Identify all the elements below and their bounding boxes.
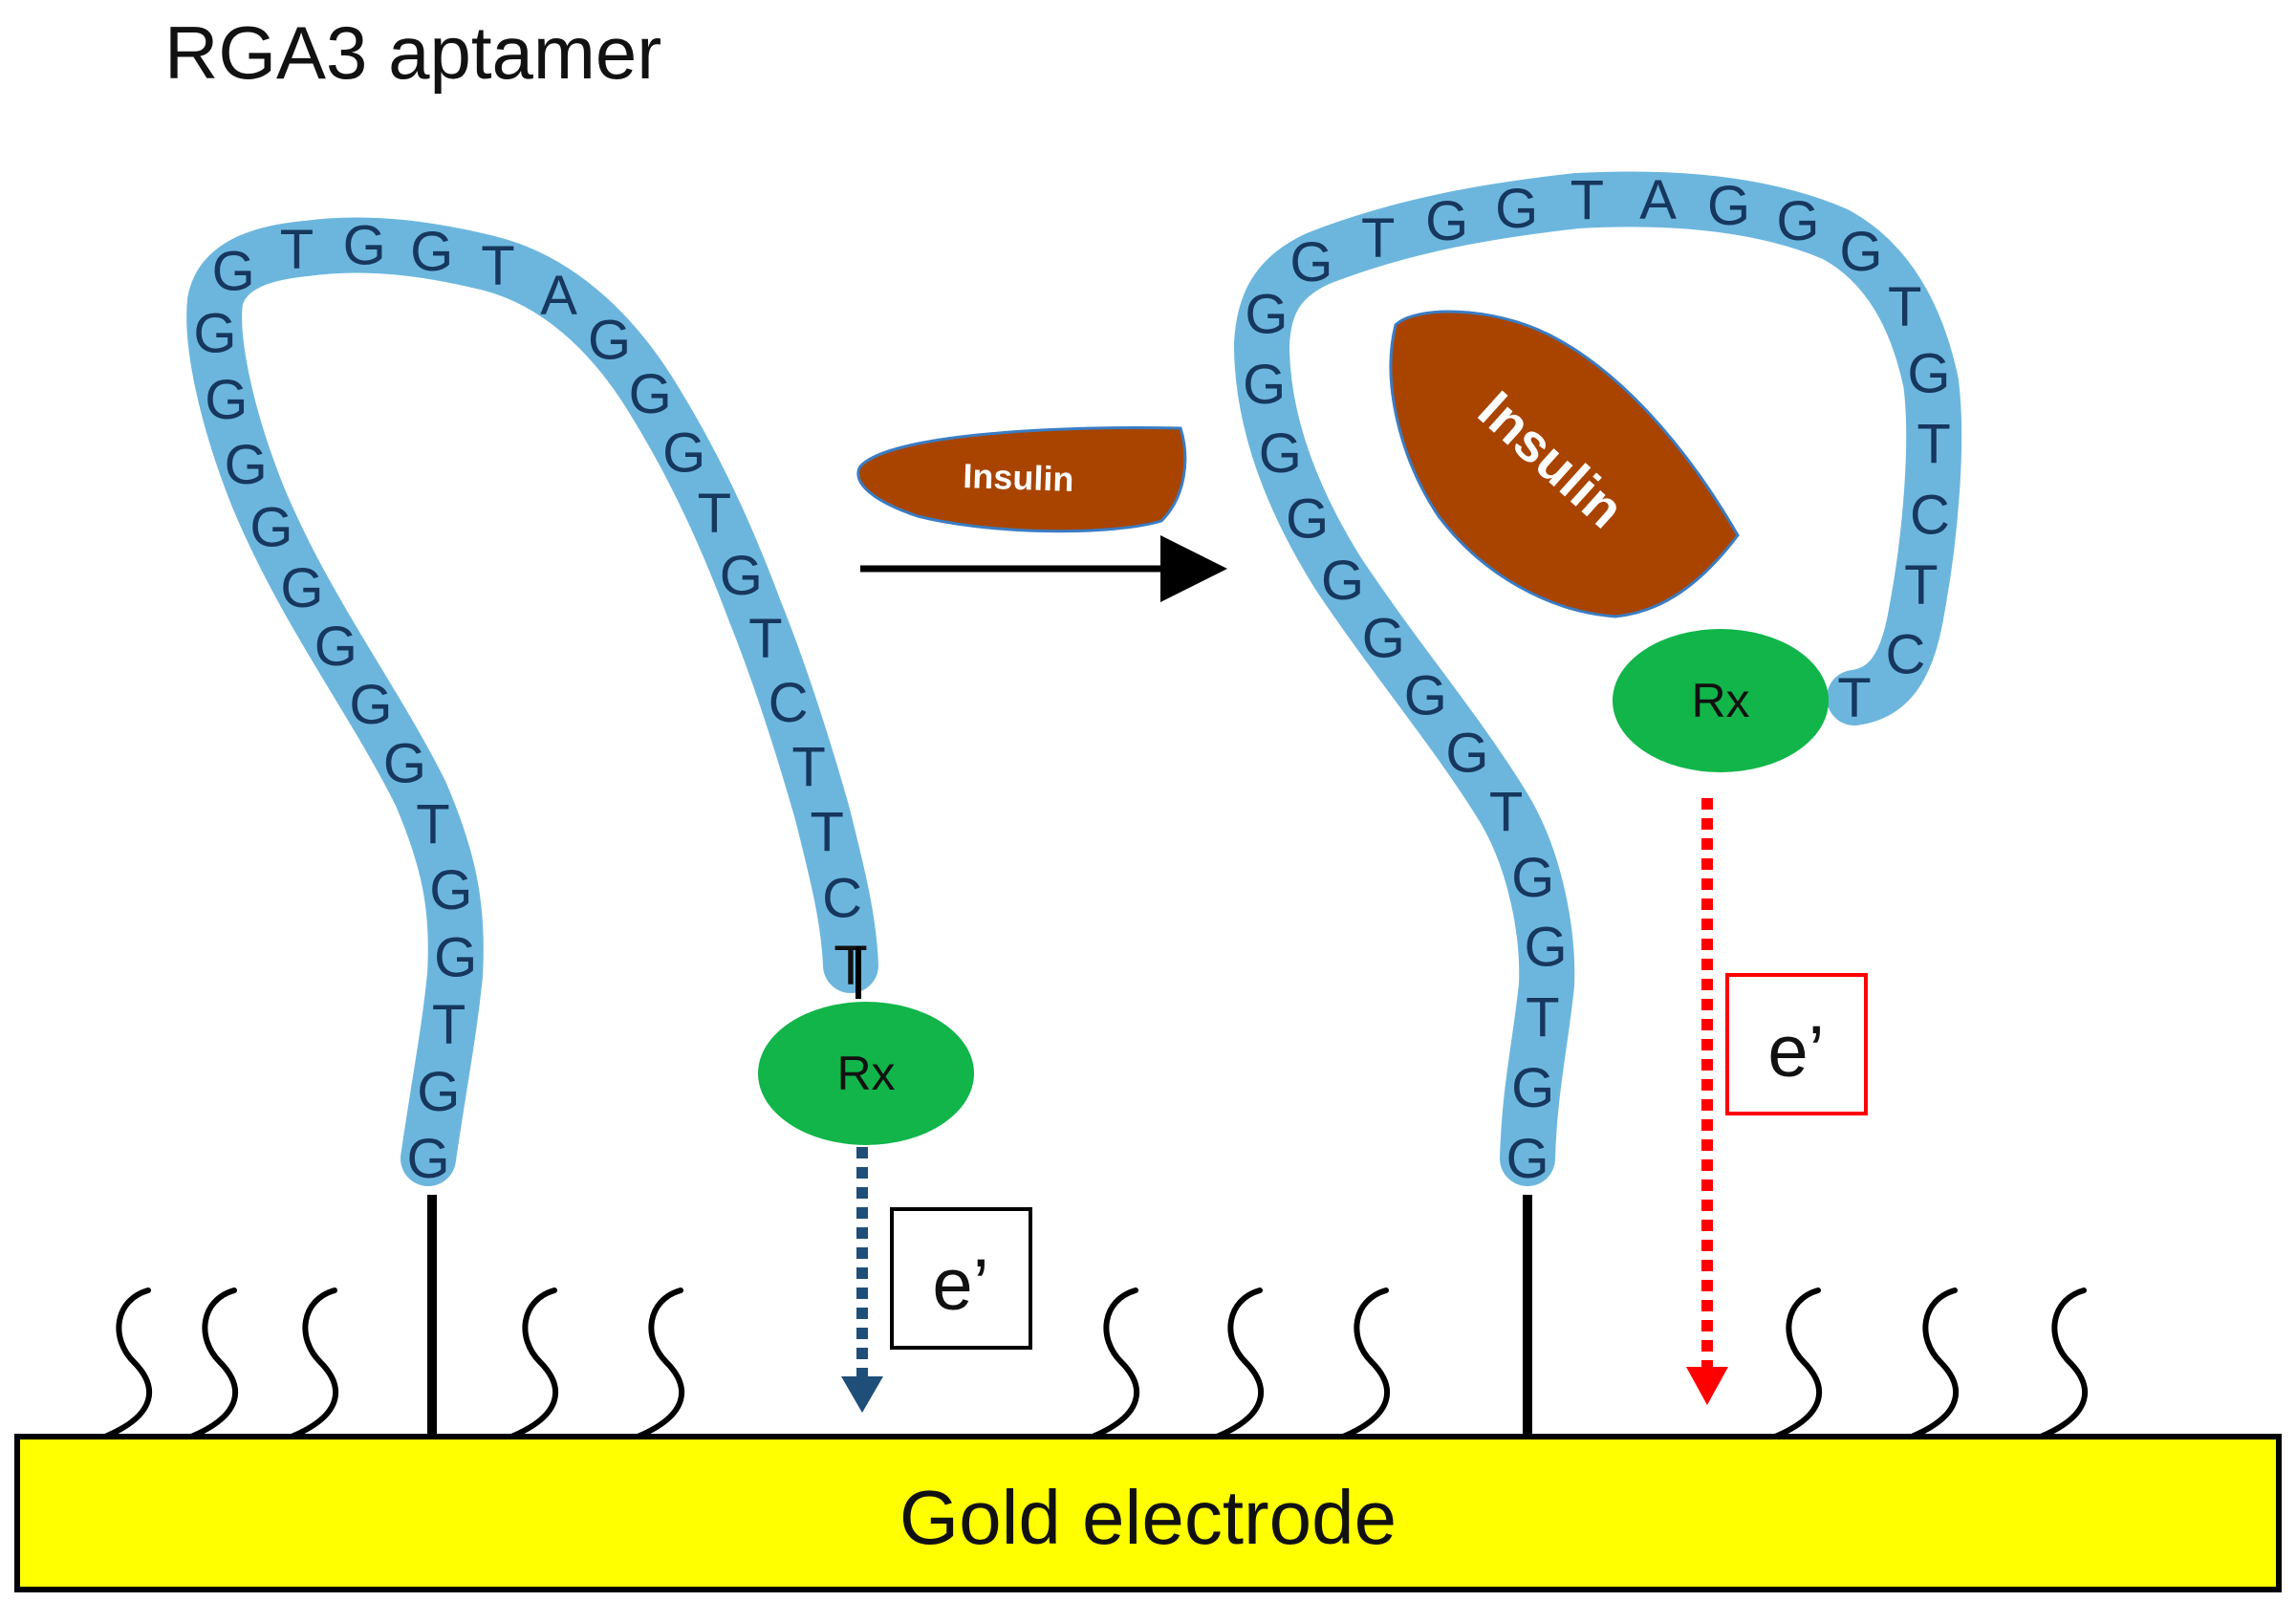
squiggle — [1214, 1288, 1265, 1439]
nucleotide-letter: G — [1245, 283, 1288, 345]
squiggle — [102, 1288, 153, 1439]
nucleotide-letter: T — [1888, 276, 1921, 338]
gold-electrode-label: Gold electrode — [899, 1475, 1397, 1560]
nucleotide-letter: G — [1707, 175, 1750, 237]
nucleotide-letter: G — [1286, 488, 1329, 551]
nucleotide-letter: C — [1910, 485, 1950, 547]
aptamer-band-left — [186, 217, 878, 1186]
redox-reporter-right — [1613, 629, 1829, 772]
nucleotide-letter: A — [540, 265, 577, 327]
nucleotide-letter: G — [1839, 221, 1882, 283]
electron-transfer-arrowhead-left — [841, 1376, 883, 1413]
nucleotide-letter: T — [1917, 413, 1950, 475]
electron-label-right: e’ — [1767, 1011, 1824, 1093]
squiggle — [188, 1288, 239, 1439]
monolayer-squiggles — [102, 1288, 2089, 1439]
nucleotide-letter: G — [417, 1061, 460, 1123]
electron-box-right — [1725, 973, 1868, 1115]
insulin-free — [856, 425, 1187, 533]
nucleotide-letter: G — [1511, 1057, 1554, 1119]
nucleotide-letter: G — [1511, 847, 1554, 909]
nucleotide-letter: G — [662, 422, 705, 484]
nucleotide-letter: C — [822, 868, 862, 930]
redox-reporter-right-label: Rx — [1691, 674, 1749, 727]
nucleotide-letter: C — [1885, 623, 1925, 685]
nucleotide-letter: G — [410, 221, 453, 283]
nucleotide-letter: G — [1362, 608, 1405, 670]
nucleotide-letter: G — [720, 545, 763, 607]
nucleotide-letter: G — [1289, 231, 1332, 293]
nucleotide-letter: G — [205, 369, 248, 431]
nucleotide-letter: G — [588, 310, 631, 372]
squiggle — [1772, 1288, 1823, 1439]
nucleotide-letter: G — [1404, 664, 1447, 726]
nucleotide-letter: G — [1259, 422, 1302, 485]
nucleotide-letter: T — [1489, 781, 1523, 843]
squiggle — [2038, 1288, 2089, 1439]
nucleotide-letter: T — [698, 483, 731, 545]
nucleotide-letter: T — [481, 235, 514, 297]
nucleotide-letter: T — [1526, 987, 1559, 1050]
nucleotide-letter: T — [416, 794, 449, 856]
nucleotide-letter: G — [429, 859, 472, 921]
gold-electrode — [14, 1434, 2282, 1592]
insulin-bound — [1389, 310, 1740, 618]
nucleotide-letter: T — [810, 802, 843, 864]
redox-reporter-left-label: Rx — [836, 1047, 895, 1100]
squiggle — [1090, 1288, 1140, 1439]
nucleotide-letter: T — [280, 219, 314, 281]
nucleotide-letter: G — [1425, 190, 1468, 252]
nucleotide-letter: G — [629, 363, 672, 425]
electron-transfer-arrowhead-right — [1686, 1367, 1728, 1405]
squiggle — [635, 1288, 685, 1439]
nucleotide-letter: G — [1907, 343, 1950, 405]
squiggle — [509, 1288, 559, 1439]
nucleotide-letter: G — [434, 926, 477, 988]
squiggle — [1340, 1288, 1391, 1439]
nucleotide-letter: G — [343, 215, 386, 277]
nucleotide-letter: G — [1505, 1128, 1549, 1190]
nucleotide-letter: G — [249, 497, 292, 559]
nucleotide-letter: G — [1445, 722, 1488, 784]
nucleotide-letter: G — [406, 1128, 449, 1190]
nucleotide-letter: G — [1495, 178, 1538, 240]
nucleotide-letter: G — [225, 434, 268, 496]
squiggle — [289, 1288, 339, 1439]
nucleotide-letter: T — [834, 935, 867, 997]
nucleotide-letter: G — [1243, 354, 1286, 416]
nucleotide-letter: G — [212, 241, 255, 303]
insulin-free-label: Insulin — [963, 456, 1074, 499]
nucleotide-letter: T — [1904, 554, 1938, 617]
nucleotide-letter: G — [280, 557, 323, 619]
nucleotide-letter: T — [791, 736, 825, 798]
nucleotide-letter: G — [314, 616, 357, 678]
squiggle — [1909, 1288, 1960, 1439]
nucleotide-letter: G — [193, 302, 236, 364]
nucleotide-letter: C — [769, 672, 809, 734]
nucleotide-letter: G — [1524, 917, 1567, 979]
diagram-title: RGA3 aptamer — [164, 11, 662, 95]
nucleotide-letter: G — [1776, 190, 1819, 252]
nucleotide-letter: A — [1639, 169, 1677, 231]
electron-box-left — [890, 1207, 1032, 1350]
electron-label-left: e’ — [932, 1244, 988, 1326]
nucleotide-letter: T — [432, 994, 466, 1056]
nucleotide-letter: T — [1570, 170, 1604, 232]
nucleotide-letter: G — [383, 732, 426, 794]
nucleotide-letter: G — [1321, 550, 1364, 612]
nucleotide-letter: T — [1361, 207, 1395, 270]
nucleotide-letter: T — [1837, 667, 1871, 729]
nucleotide-letter: G — [349, 674, 392, 736]
nucleotide-letter: T — [748, 608, 782, 670]
aptamer-band-right — [1234, 171, 1962, 1186]
redox-reporter-left — [758, 1002, 974, 1145]
